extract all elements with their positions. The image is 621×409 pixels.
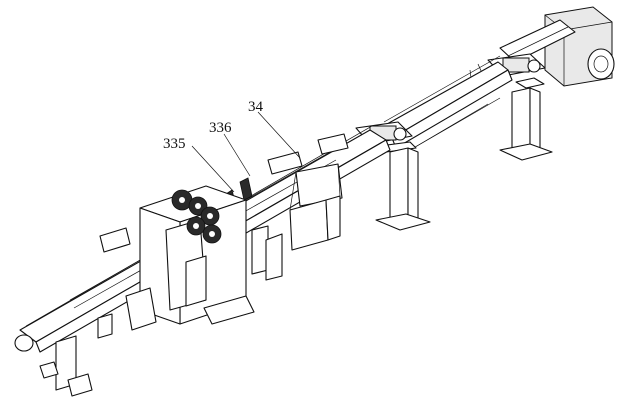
inclined-belt — [379, 55, 513, 157]
lower-supports — [39, 225, 283, 397]
label-335: 335 — [163, 136, 186, 152]
middle-support-column — [375, 147, 431, 231]
chute-hopper — [289, 163, 343, 251]
label-34: 34 — [248, 99, 264, 115]
leader-lines — [191, 111, 301, 193]
right-support-column — [499, 77, 553, 161]
gear-rollers — [171, 189, 222, 244]
label-336: 336 — [209, 120, 232, 136]
drive-motor — [544, 6, 615, 87]
